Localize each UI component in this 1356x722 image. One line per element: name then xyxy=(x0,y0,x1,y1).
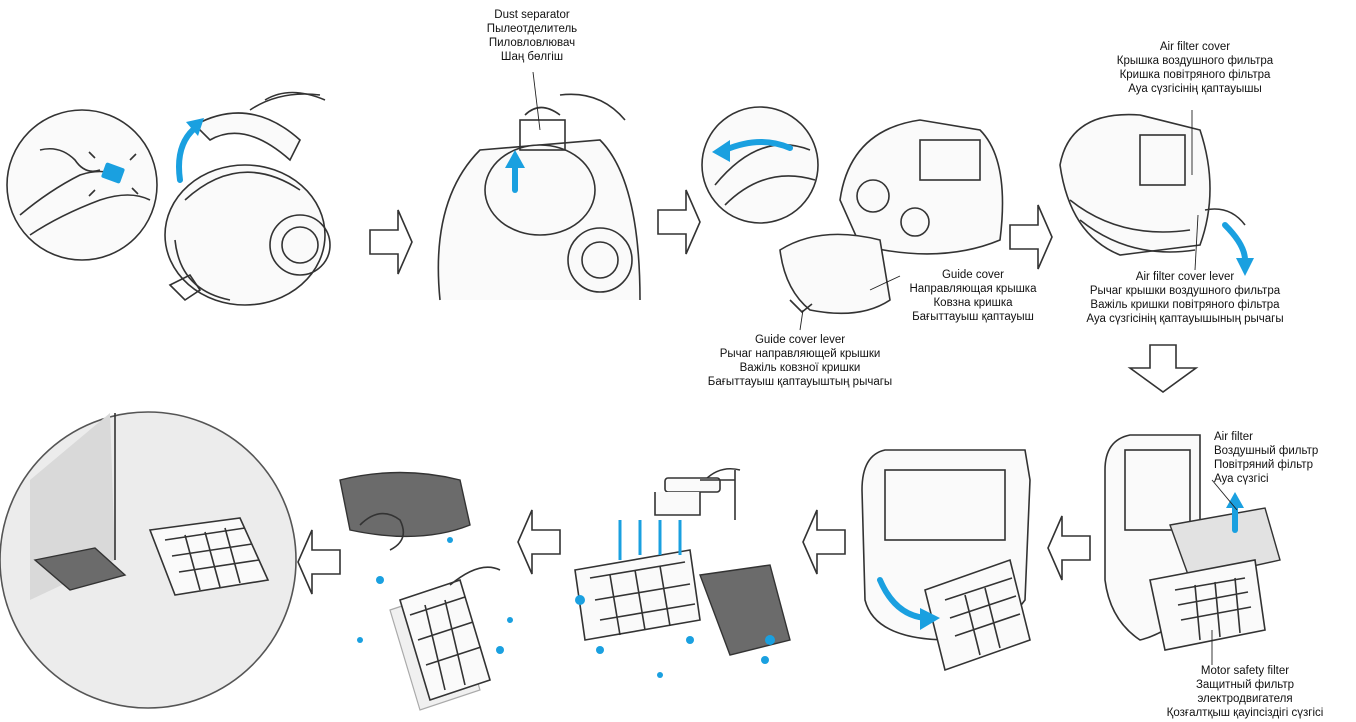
step2-illustration xyxy=(438,72,640,300)
air-filter-cover-lever-label-uk: Важіль кришки повітряного фільтра xyxy=(1055,298,1315,312)
motor-safety-filter-label-kk: Қозғалтқыш қауіпсіздігі сүзгісі xyxy=(1140,706,1350,720)
step9-illustration xyxy=(0,412,296,708)
guide-cover-lever-label-kk: Бағыттауыш қаптауыштың рычагы xyxy=(690,375,910,389)
air-filter-cover-lever-label-ru: Рычаг крышки воздушного фильтра xyxy=(1055,284,1315,298)
guide-cover xyxy=(780,234,890,313)
arrow-left-icon xyxy=(803,510,845,574)
step1-zoom-circle xyxy=(7,110,157,260)
guide-cover-label-uk: Ковзна кришка xyxy=(893,296,1053,310)
air-filter-label-kk: Ауа сүзгісі xyxy=(1214,472,1354,486)
air-filter-cover-lever-label-kk: Ауа сүзгісінің қаптауышының рычагы xyxy=(1055,312,1315,326)
motor-safety-filter-label: Motor safety filter Защитный фильтр элек… xyxy=(1140,664,1350,720)
arrow-left-icon xyxy=(298,530,340,594)
step4-illustration xyxy=(1060,110,1254,276)
guide-cover-lever-label: Guide cover lever Рычаг направляющей кры… xyxy=(690,333,910,389)
step8-illustration xyxy=(340,473,513,711)
arrow-left-icon xyxy=(1048,516,1090,580)
vacuum-body xyxy=(165,165,325,305)
air-filter-shaken xyxy=(340,473,470,537)
motor-safety-filter-label-en: Motor safety filter xyxy=(1140,664,1350,678)
arrow-right-icon xyxy=(658,190,700,254)
air-filter-cover-label-kk: Ауа сүзгісінің қаптауышы xyxy=(1075,82,1315,96)
air-filter-cover-label-ru: Крышка воздушного фильтра xyxy=(1075,54,1315,68)
dust-separator-label: Dust separator Пылеотделитель Пиловловлю… xyxy=(462,8,602,64)
air-filter-washed xyxy=(700,565,790,655)
arrow-left-icon xyxy=(518,510,560,574)
air-filter-cover-lever-label: Air filter cover lever Рычаг крышки возд… xyxy=(1055,270,1315,326)
arrow-down-icon xyxy=(1130,345,1196,392)
step1-illustration xyxy=(7,93,330,306)
dust-separator-label-kk: Шаң бөлгіш xyxy=(462,50,602,64)
air-filter-cover-label-uk: Кришка повітряного фільтра xyxy=(1075,68,1315,82)
lift-arrow xyxy=(179,128,195,180)
air-filter-cover-label-en: Air filter cover xyxy=(1075,40,1315,54)
motor-safety-filter-label-ru: Защитный фильтр xyxy=(1140,678,1350,692)
guide-cover-label: Guide cover Направляющая крышка Ковзна к… xyxy=(893,268,1053,324)
guide-cover-lever-label-uk: Важіль ковзної кришки xyxy=(690,361,910,375)
dust-separator-label-en: Dust separator xyxy=(462,8,602,22)
handle xyxy=(195,113,300,160)
guide-cover-label-kk: Бағыттауыш қаптауыш xyxy=(893,310,1053,324)
motor-safety-filter-label-uk: электродвигателя xyxy=(1140,692,1350,706)
step7-illustration xyxy=(575,469,790,678)
guide-cover-lever-label-en: Guide cover lever xyxy=(690,333,910,347)
guide-cover-label-en: Guide cover xyxy=(893,268,1053,282)
dust-separator-label-ru: Пылеотделитель xyxy=(462,22,602,36)
air-filter-cover-lever-label-en: Air filter cover lever xyxy=(1055,270,1315,284)
air-filter-cover-label: Air filter cover Крышка воздушного фильт… xyxy=(1075,40,1315,96)
guide-cover-label-ru: Направляющая крышка xyxy=(893,282,1053,296)
dust-separator-label-uk: Пиловловлювач xyxy=(462,36,602,50)
guide-cover-lever-label-ru: Рычаг направляющей крышки xyxy=(690,347,910,361)
step3-zoom-circle xyxy=(702,107,818,223)
air-filter-label: Air filter Воздушный фильтр Повітряний ф… xyxy=(1214,430,1354,486)
arrow-right-icon xyxy=(1010,205,1052,269)
step6-illustration xyxy=(862,450,1030,670)
air-filter-label-ru: Воздушный фильтр xyxy=(1214,444,1354,458)
dust-separator xyxy=(485,145,595,235)
air-filter-label-uk: Повітряний фільтр xyxy=(1214,458,1354,472)
arrow-right-icon xyxy=(370,210,412,274)
air-filter-label-en: Air filter xyxy=(1214,430,1354,444)
